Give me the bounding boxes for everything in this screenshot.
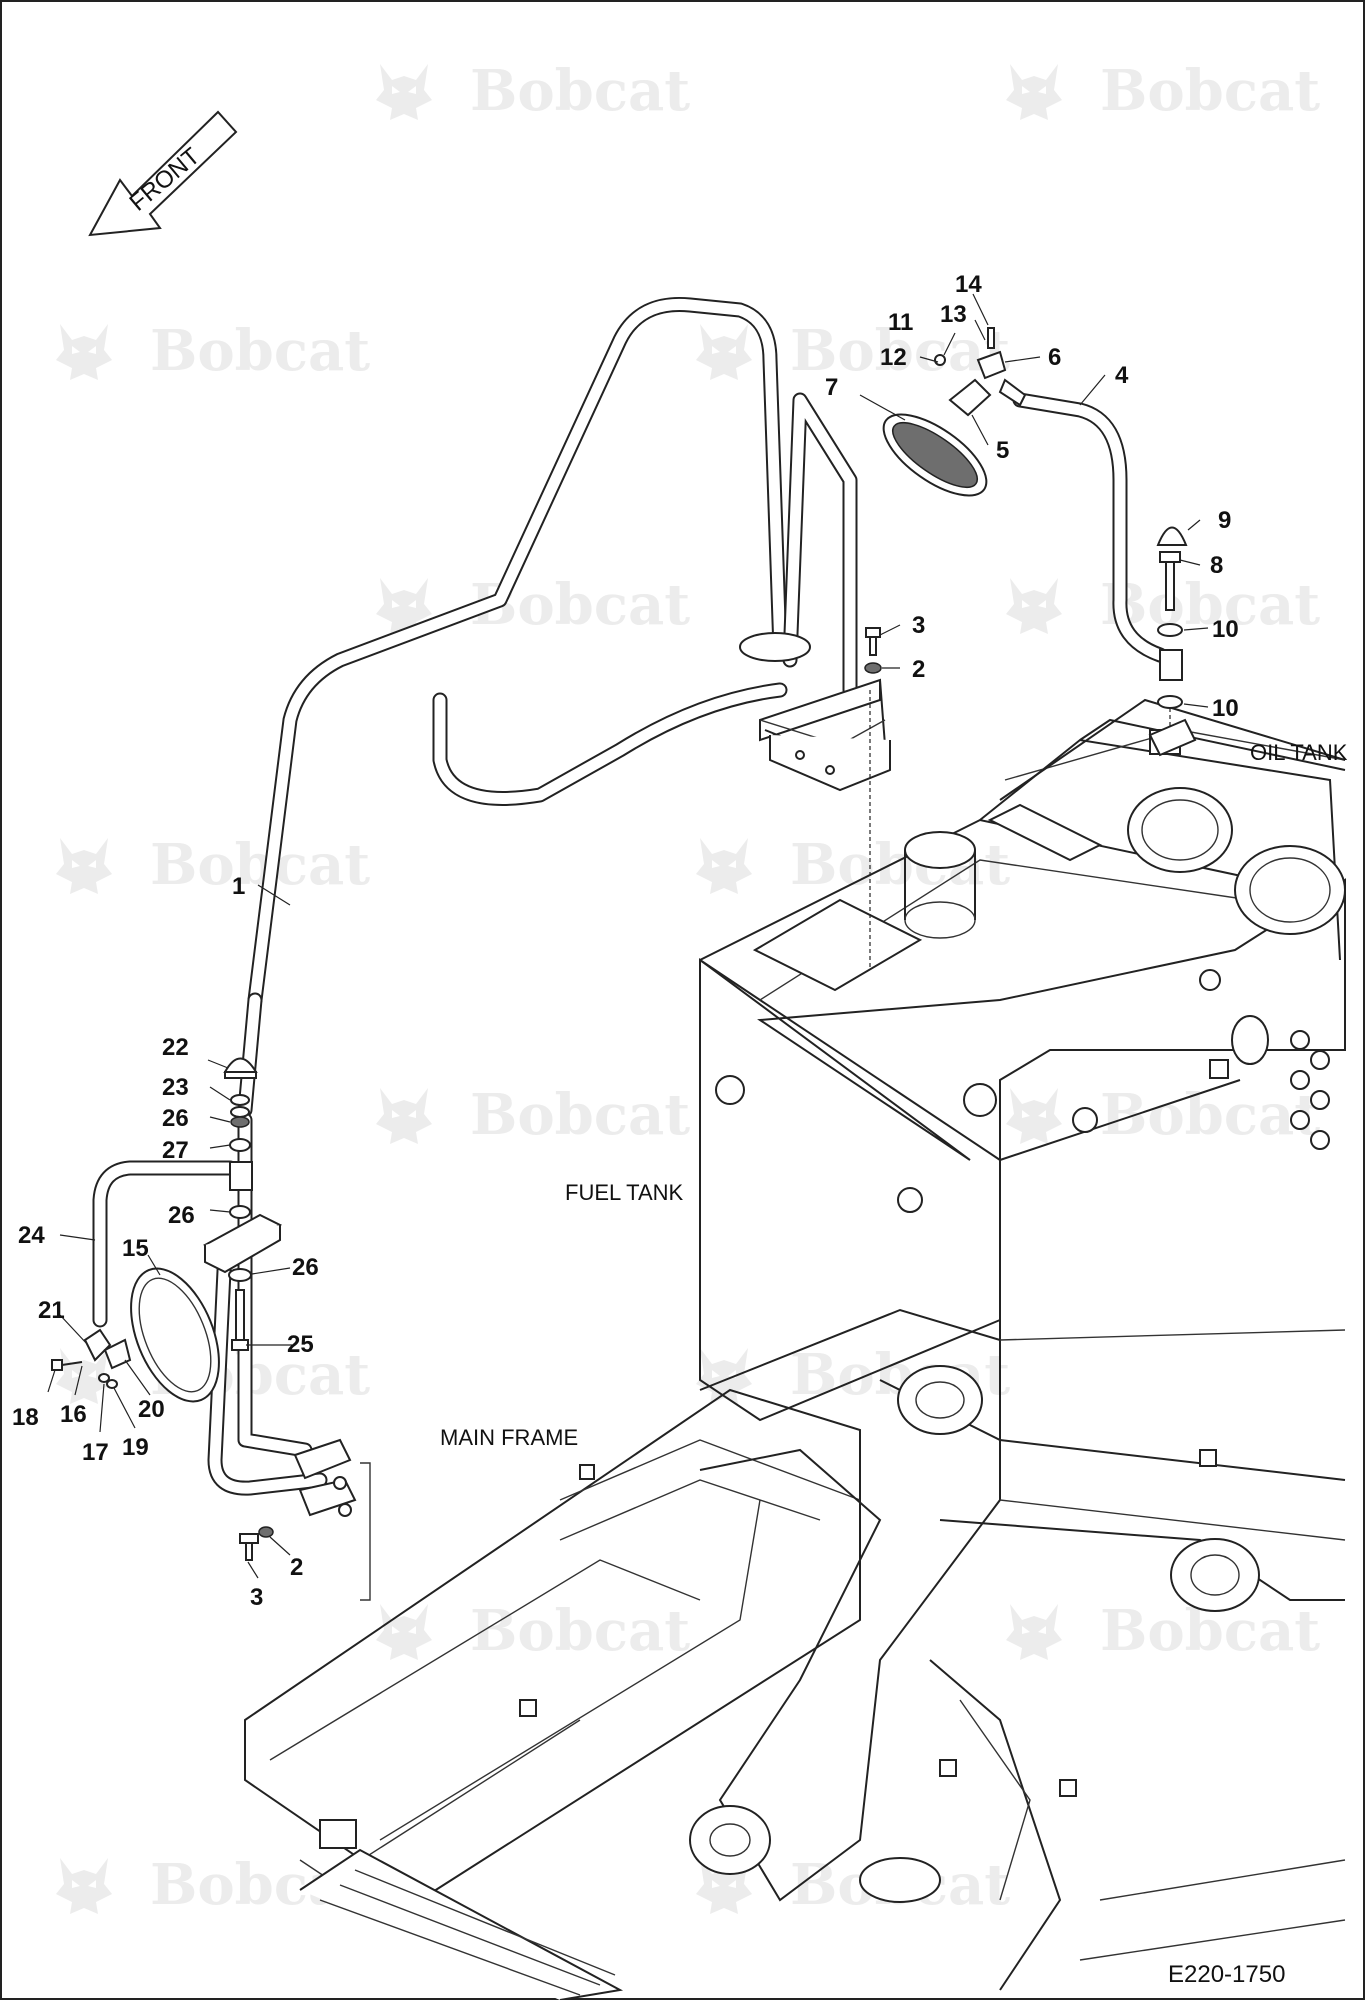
upper-bolt-washer — [864, 627, 882, 674]
watermark-text: Bobcat — [790, 318, 1010, 384]
watermark-text: Bobcat — [470, 58, 690, 124]
callout-2: 2 — [912, 656, 925, 683]
callout-21: 21 — [38, 1297, 65, 1324]
bobcat-logo-icon — [696, 324, 752, 380]
figure-code: E220-1750 — [1168, 1961, 1285, 1988]
callout-15: 15 — [122, 1235, 149, 1262]
front-direction-arrow: FRONT — [88, 110, 238, 237]
lower-mirror-assembly — [51, 1057, 371, 1601]
callout-10: 10 — [1212, 616, 1239, 643]
callout-9: 9 — [1218, 507, 1231, 534]
region-labels: OIL TANK FUEL TANK MAIN FRAME — [440, 740, 1348, 1450]
callout-26: 26 — [168, 1202, 195, 1229]
callout-6: 6 — [1048, 344, 1061, 371]
callout-5: 5 — [996, 437, 1009, 464]
callout-26: 26 — [162, 1105, 189, 1132]
callout-27: 27 — [162, 1137, 189, 1164]
callout-22: 22 — [162, 1034, 189, 1061]
callout-1: 1 — [232, 873, 245, 900]
watermark-text: Bobcat — [1100, 572, 1320, 638]
bobcat-logo-icon — [376, 64, 432, 120]
watermark-text: Bobcat — [1100, 58, 1320, 124]
callout-11: 11 — [888, 309, 913, 336]
watermark-text: Bobcat — [470, 1082, 690, 1148]
callout-13: 13 — [940, 301, 967, 328]
main-frame-label: MAIN FRAME — [440, 1425, 578, 1450]
bobcat-logo-icon — [1006, 578, 1062, 634]
callout-26: 26 — [292, 1254, 319, 1281]
watermark-text: Bobcat — [470, 1598, 690, 1664]
callout-19: 19 — [122, 1434, 149, 1461]
callout-3: 3 — [912, 612, 925, 639]
callout-3: 3 — [250, 1584, 263, 1611]
callout-25: 25 — [287, 1331, 314, 1358]
front-label: FRONT — [125, 143, 206, 217]
watermark-text: Bobcat — [150, 832, 370, 898]
watermark-text: Bobcat — [150, 318, 370, 384]
upper-bracket — [739, 632, 891, 970]
bobcat-logo-icon — [1006, 1088, 1062, 1144]
callout-numbers: 1 3 2 4 5 6 7 8 9 10 10 11 12 13 14 15 1… — [12, 271, 1239, 1611]
upper-mirror-assembly — [882, 327, 1197, 757]
bobcat-logo-icon — [56, 838, 112, 894]
callout-23: 23 — [162, 1074, 189, 1101]
callout-10: 10 — [1212, 695, 1239, 722]
bobcat-logo-icon — [696, 838, 752, 894]
callout-16: 16 — [60, 1401, 87, 1428]
callout-18: 18 — [12, 1404, 39, 1431]
callout-17: 17 — [82, 1439, 109, 1466]
callout-14: 14 — [955, 271, 982, 298]
callout-7: 7 — [825, 374, 838, 401]
bobcat-logo-icon — [1006, 1604, 1062, 1660]
leader-lines — [47, 293, 1209, 1579]
callout-8: 8 — [1210, 552, 1223, 579]
callout-20: 20 — [138, 1396, 165, 1423]
fuel-tank-label: FUEL TANK — [565, 1180, 684, 1205]
watermark-layer: Bobcat Bobcat Bobcat Bobcat Bobcat Bobca… — [56, 58, 1320, 1918]
callout-12: 12 — [880, 344, 907, 371]
bobcat-logo-icon — [1006, 64, 1062, 120]
watermark-text: Bobcat — [790, 832, 1010, 898]
bobcat-logo-icon — [376, 1088, 432, 1144]
callout-24: 24 — [18, 1222, 45, 1249]
bobcat-logo-icon — [56, 324, 112, 380]
oil-tank-label: OIL TANK — [1250, 740, 1348, 765]
bobcat-logo-icon — [56, 1858, 112, 1914]
tank-assembly — [699, 698, 1346, 1422]
callout-4: 4 — [1115, 362, 1129, 389]
callout-2: 2 — [290, 1554, 303, 1581]
main-frame — [244, 1308, 1346, 2000]
handrail-pipe-1 — [237, 296, 858, 1118]
